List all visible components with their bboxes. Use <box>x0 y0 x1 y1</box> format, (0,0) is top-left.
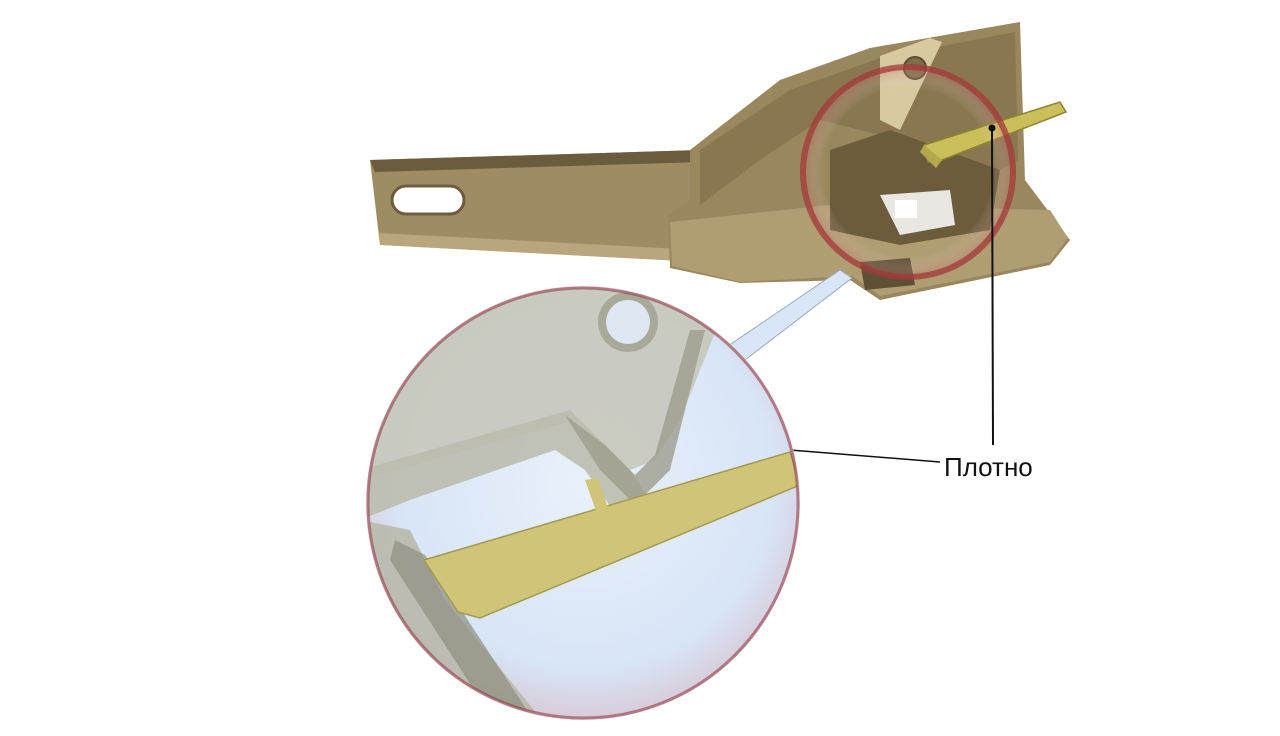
magnifier-connector <box>727 269 853 361</box>
callout-leader <box>789 124 996 463</box>
highlight-ring <box>800 64 1016 280</box>
slot-hole <box>390 184 466 216</box>
callout-label: Плотно <box>944 452 1033 482</box>
